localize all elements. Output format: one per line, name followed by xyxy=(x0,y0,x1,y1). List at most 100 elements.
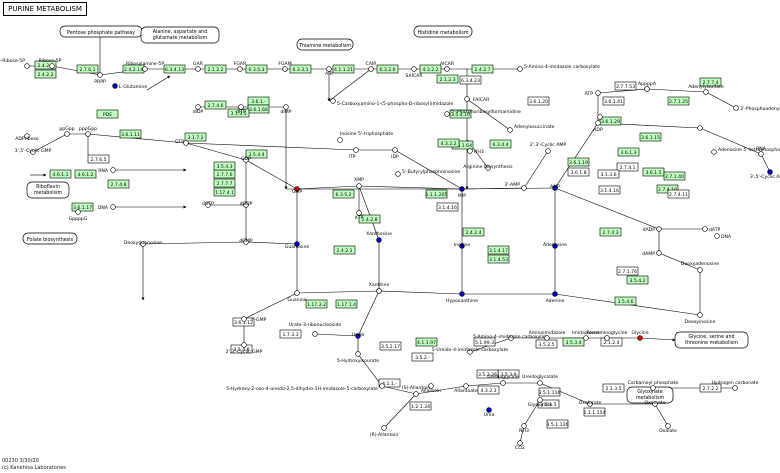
compound-node[interactable] xyxy=(697,312,703,318)
compound-node[interactable] xyxy=(428,383,434,389)
compound-node[interactable] xyxy=(595,120,601,126)
compound-node[interactable] xyxy=(537,380,543,386)
compound-node[interactable] xyxy=(24,63,30,69)
enzyme-box-6-3-4-23[interactable]: 6.3.4.23 xyxy=(459,75,482,85)
compound-node[interactable] xyxy=(330,98,336,104)
compound-5-amino-4-imidazole-carboxylate[interactable]: 5-Amino-4-imidazole carboxylate xyxy=(517,64,601,72)
enzyme-box-6-3-2-6[interactable]: 6.3.2.6 xyxy=(376,64,399,74)
compound-node[interactable] xyxy=(353,147,359,153)
compound-urate-3-ribonucleoside[interactable]: Urate-3-ribonucleoside xyxy=(289,322,342,337)
compound-imidazolone[interactable]: Imidazolone xyxy=(572,330,600,341)
compound-rna[interactable]: RNA xyxy=(98,167,116,174)
compound-5-amino-4-imidazole-carboxylate[interactable]: 5-Amino-4-imidazole carboxylate xyxy=(473,334,549,341)
compound-faicar[interactable]: FAICAR xyxy=(464,96,490,103)
pathway-link-fol[interactable]: Folate biosynthesis xyxy=(22,232,78,245)
compound-xtp[interactable]: XTP xyxy=(355,210,364,221)
enzyme-box-3-5-2-17[interactable]: 3.5.2.17 xyxy=(379,341,402,351)
enzyme-box-1-17-1-4[interactable]: 1.17.1.4 xyxy=(335,299,358,309)
compound-node[interactable] xyxy=(183,140,189,146)
compound-amp[interactable]: AMP xyxy=(550,184,560,191)
compound-dadp[interactable]: dADP xyxy=(643,226,662,233)
compound-nh3[interactable]: NH3 xyxy=(519,423,529,434)
compound-dgmp[interactable]: dGMP xyxy=(239,238,253,245)
compound-node[interactable] xyxy=(243,202,249,208)
compound-r-allantoin[interactable]: (R)-Allantoin xyxy=(370,425,399,438)
compound-glyoxylate[interactable]: Glyoxylate xyxy=(528,397,553,408)
enzyme-box-2-1-2-3[interactable]: 2.1.2.3 xyxy=(436,74,459,84)
compound-oxamate[interactable]: Oxamate xyxy=(644,400,666,407)
compound-adenylylsulfate[interactable]: Adenylylsulfate xyxy=(688,84,724,95)
compound-node[interactable] xyxy=(552,243,558,249)
compound-node[interactable] xyxy=(337,137,343,143)
enzyme-box-2-1-2-4[interactable]: 2.1.2.4 xyxy=(600,337,623,347)
enzyme-box-3-6-1-19[interactable]: 3.6.1.19 xyxy=(567,157,590,167)
enzyme-box-3-6-1-41[interactable]: 3.6.1.41 xyxy=(602,96,625,106)
enzyme-box-3-5-2[interactable]: 3.5.2.- xyxy=(411,352,434,362)
compound-fgam[interactable]: FGAM xyxy=(278,61,292,72)
compound-node[interactable] xyxy=(702,226,708,232)
compound-saicar[interactable]: SAICAR xyxy=(405,66,423,79)
compound-dna[interactable]: DNA xyxy=(714,233,732,240)
compound-node[interactable] xyxy=(142,66,148,72)
enzyme-box-3-6-1[interactable]: 3.6.1.- xyxy=(247,96,270,106)
enzyme-box-2-7-1-40[interactable]: 2.7.1.40 xyxy=(663,171,686,181)
compound-node[interactable] xyxy=(140,241,146,247)
compound-node[interactable] xyxy=(294,290,300,296)
enzyme-box-2-7-7-53[interactable]: 2.7.7.53 xyxy=(614,81,637,91)
enzyme-box-1-17-4-1[interactable]: 1.17.4.1 xyxy=(213,187,236,197)
enzyme-box-4-6-1-2[interactable]: 4.6.1.2 xyxy=(74,169,97,179)
compound-dgtp[interactable]: dGTP xyxy=(202,201,214,208)
compound-node[interactable] xyxy=(703,89,709,95)
compound-node[interactable] xyxy=(644,86,650,92)
enzyme-box-3-1-3-5[interactable]: 3.1.3.5 xyxy=(227,108,250,118)
compound-glycine[interactable]: Glycine xyxy=(631,330,649,341)
compound-node[interactable] xyxy=(64,131,70,137)
compound-node[interactable] xyxy=(283,104,289,110)
compound-datp[interactable]: dATP xyxy=(702,226,721,233)
compound-node[interactable] xyxy=(356,210,362,216)
enzyme-box-3-6-1-66[interactable]: 3.6.1.66 xyxy=(247,104,270,114)
compound-urea[interactable]: Urea xyxy=(484,407,495,418)
enzyme-box-1-1-1-205[interactable]: 1.1.1.205 xyxy=(426,189,448,199)
enzyme-box-1-7-3-3[interactable]: 1.7.3.3 xyxy=(279,329,302,339)
compound-pppgpp[interactable]: pppGpp xyxy=(79,126,97,137)
enzyme-box-2-7-4-6[interactable]: 2.7.4.6 xyxy=(204,100,227,110)
compound-2-3-cyclic-gmp[interactable]: 2',3'-Cyclic GMP xyxy=(226,342,263,355)
enzyme-box-2-7-1-25[interactable]: 2.7.1.25 xyxy=(667,96,690,106)
compound-node[interactable] xyxy=(463,383,469,389)
compound-node[interactable] xyxy=(637,335,643,341)
compound-2-3-cyclic-amp[interactable]: 2',3'-Cyclic AMP xyxy=(530,142,567,154)
compound-fgar[interactable]: FGAR xyxy=(234,61,247,72)
enzyme-box-2-4-2-2[interactable]: 2.4.2.2 xyxy=(34,69,57,79)
compound-node[interactable] xyxy=(521,423,527,429)
compound-node[interactable] xyxy=(459,243,465,249)
compound-node[interactable] xyxy=(238,104,244,110)
compound-node[interactable] xyxy=(500,380,506,386)
compound-prpp[interactable]: PRPP xyxy=(94,72,106,85)
enzyme-box-6-3-5-3[interactable]: 6.3.5.3 xyxy=(245,64,268,74)
compound-node[interactable] xyxy=(467,349,473,355)
compound-node[interactable] xyxy=(604,335,610,341)
compound-node[interactable] xyxy=(517,66,523,72)
compound-5-hydroxy-2-oxo-4-ureido-2-5-dihydro-1h-imidazole-5-carboxylate[interactable]: 5-Hydroxy-2-oxo-4-ureido-2,5-dihydro-1H-… xyxy=(226,383,385,392)
compound-itp[interactable]: ITP xyxy=(349,147,359,160)
compound-node[interactable] xyxy=(656,226,662,232)
compound-node[interactable] xyxy=(241,316,247,322)
compound-node[interactable] xyxy=(732,385,738,391)
enzyme-box-6-3-4-13[interactable]: 6.3.4.13 xyxy=(163,64,186,74)
enzyme-box-3-5-4-4[interactable]: 3.5.4.4 xyxy=(245,149,268,159)
enzyme-box-2-4-2-1[interactable]: 2.4.2.1 xyxy=(333,245,356,255)
compound-node[interactable] xyxy=(537,397,543,403)
compound-hydrogen-carbonate[interactable]: Hydrogen carbonate xyxy=(711,380,759,391)
compound-node[interactable] xyxy=(24,133,30,139)
enzyme-box-3-6-1-5[interactable]: 3.6.1.5 xyxy=(642,167,665,177)
compound-5-carboxyamino-1-5-phospho-d-ribosyl-imidazole[interactable]: 5-Carboxyamino-1-(5-phospho-D-ribosyl)im… xyxy=(330,98,454,107)
compound-5-hydroxyisourate[interactable]: 5-Hydroxyisourate xyxy=(337,351,379,364)
compound-node[interactable] xyxy=(552,185,558,191)
enzyme-box-2-7-7-6[interactable]: 2.7.7.6 xyxy=(213,169,236,179)
compound-aicar[interactable]: AICAR xyxy=(440,61,455,72)
compound-guanine[interactable]: Guanine xyxy=(287,290,307,303)
compound-node[interactable] xyxy=(243,157,249,163)
compound-node[interactable] xyxy=(376,237,382,243)
compound-node[interactable] xyxy=(85,131,91,137)
